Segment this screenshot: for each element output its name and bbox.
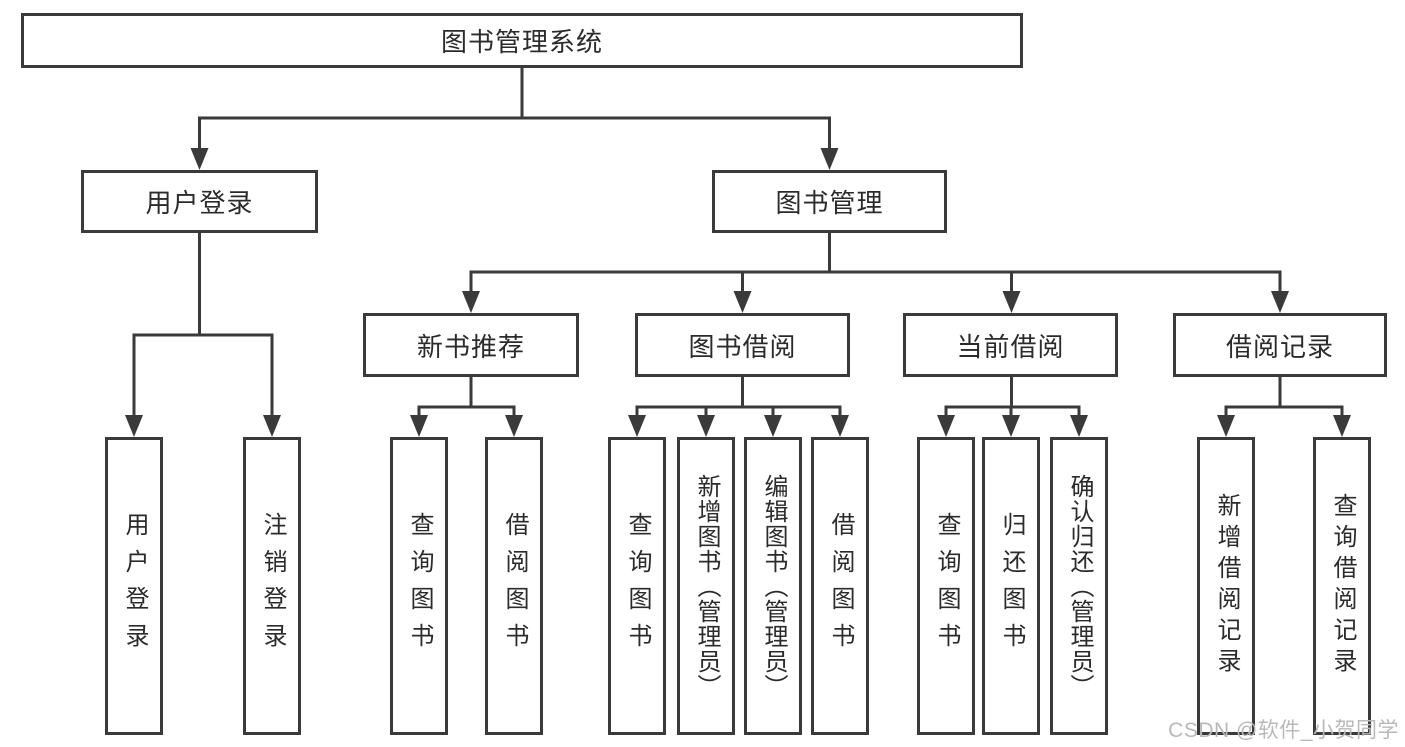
node-leaf-confirm-return-admin: 确认归还（管理员）	[1050, 437, 1108, 735]
node-book-management-label: 图书管理	[775, 188, 884, 218]
node-leaf-user-login: 用户登录	[105, 437, 163, 735]
node-new-book-recommendation-label: 新书推荐	[416, 331, 525, 362]
node-leaf-query-books-borrow-label: 查询图书	[624, 512, 651, 660]
node-leaf-add-books-admin-label: 新增图书（管理员）	[693, 473, 720, 699]
node-leaf-logout: 注销登录	[243, 437, 301, 735]
node-root: 图书管理系统	[21, 13, 1023, 68]
node-borrowing-records-label: 借阅记录	[1225, 331, 1334, 362]
node-current-borrowing-label: 当前借阅	[956, 331, 1065, 362]
node-leaf-borrow-books: 借阅图书	[811, 437, 869, 735]
node-leaf-return-books: 归还图书	[982, 437, 1040, 735]
node-leaf-edit-books-admin-label: 编辑图书（管理员）	[760, 473, 787, 699]
node-leaf-query-borrow-record: 查询借阅记录	[1313, 437, 1371, 735]
node-root-label: 图书管理系统	[440, 27, 603, 57]
node-leaf-borrow-books-label: 借阅图书	[827, 512, 854, 660]
node-user-login-label: 用户登录	[145, 188, 254, 218]
node-leaf-query-borrow-record-label: 查询借阅记录	[1329, 493, 1356, 679]
node-book-management: 图书管理	[712, 170, 947, 233]
node-leaf-user-login-label: 用户登录	[121, 512, 148, 660]
node-leaf-logout-label: 注销登录	[259, 512, 286, 660]
node-user-login: 用户登录	[81, 170, 318, 233]
node-leaf-return-books-label: 归还图书	[998, 512, 1025, 660]
node-current-borrowing: 当前借阅	[903, 313, 1118, 377]
node-leaf-borrow-books-recommend: 借阅图书	[485, 437, 543, 735]
node-leaf-query-books-borrow: 查询图书	[608, 437, 666, 735]
node-leaf-query-books-current-label: 查询图书	[933, 512, 960, 660]
csdn-watermark: CSDN @软件_小贺同学	[1168, 719, 1399, 742]
node-leaf-add-borrow-record: 新增借阅记录	[1197, 437, 1255, 735]
node-book-borrowing: 图书借阅	[635, 313, 850, 377]
node-leaf-query-books-recommend: 查询图书	[390, 437, 448, 735]
node-leaf-query-books-recommend-label: 查询图书	[406, 512, 433, 660]
node-book-borrowing-label: 图书借阅	[688, 331, 797, 362]
node-leaf-confirm-return-admin-label: 确认归还（管理员）	[1066, 473, 1093, 699]
node-borrowing-records: 借阅记录	[1173, 313, 1387, 377]
node-new-book-recommendation: 新书推荐	[363, 313, 579, 377]
node-leaf-add-borrow-record-label: 新增借阅记录	[1213, 493, 1240, 679]
node-leaf-borrow-books-recommend-label: 借阅图书	[501, 512, 528, 660]
node-leaf-query-books-current: 查询图书	[917, 437, 975, 735]
node-leaf-edit-books-admin: 编辑图书（管理员）	[744, 437, 802, 735]
node-leaf-add-books-admin: 新增图书（管理员）	[677, 437, 735, 735]
